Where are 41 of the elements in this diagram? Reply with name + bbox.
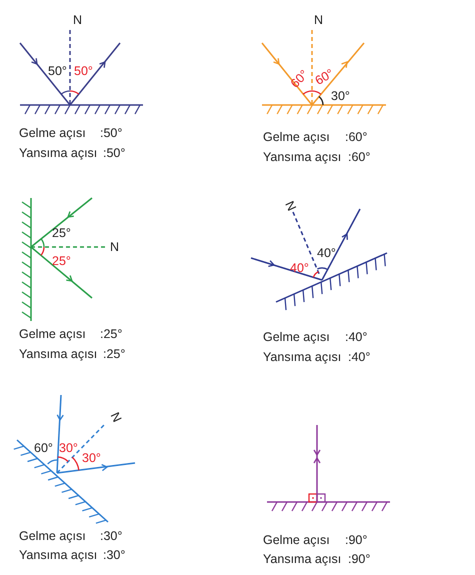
caption-text: Gelme açısı (263, 533, 330, 547)
angle-label: 25° (52, 254, 71, 268)
angle-label: 30° (331, 89, 350, 103)
angle-value: :40° (348, 350, 370, 364)
angle-label: 40° (317, 246, 336, 260)
angle-value: :25° (103, 347, 126, 361)
angle-value: :40° (345, 330, 368, 344)
angle-label: 60° (288, 67, 312, 91)
angle-value: :60° (345, 130, 368, 144)
angle-value: :30° (103, 548, 126, 562)
caption-text: Gelme açısı (263, 130, 330, 144)
angle-value: :25° (100, 327, 122, 341)
caption-text: Yansıma açısı (19, 548, 98, 562)
caption-text: Gelme açısı (19, 126, 86, 140)
angle-value: :60° (348, 150, 370, 164)
caption-text: Yansıma açısı (19, 347, 98, 361)
angle-value: :50° (100, 126, 122, 140)
normal-label: N (314, 13, 324, 27)
angle-label: 50° (48, 64, 67, 78)
normal-label: N (108, 410, 125, 424)
angle-label: 30° (82, 451, 101, 465)
caption-text: Gelme açısı (263, 330, 330, 344)
caption-text: Yansıma açısı (19, 146, 98, 160)
angle-label: 25° (52, 226, 71, 240)
angle-value: :90° (348, 552, 370, 566)
angle-label: 40° (290, 261, 309, 275)
normal-label: N (110, 240, 120, 254)
caption-text: Gelme açısı (19, 327, 86, 341)
caption-text: Yansıma açısı (263, 350, 342, 364)
angle-label: 30° (59, 441, 78, 455)
caption-text: Yansıma açısı (263, 150, 342, 164)
angle-value: :50° (103, 146, 126, 160)
angle-label: 50° (74, 64, 93, 78)
caption-text: Yansıma açısı (263, 552, 342, 566)
normal-label: N (282, 198, 299, 214)
angle-label: 60° (312, 66, 336, 88)
angle-label: 60° (34, 441, 53, 455)
angle-value: :90° (345, 533, 368, 547)
angle-value: :30° (100, 529, 122, 543)
normal-label: N (73, 13, 82, 27)
caption-text: Gelme açısı (19, 529, 86, 543)
